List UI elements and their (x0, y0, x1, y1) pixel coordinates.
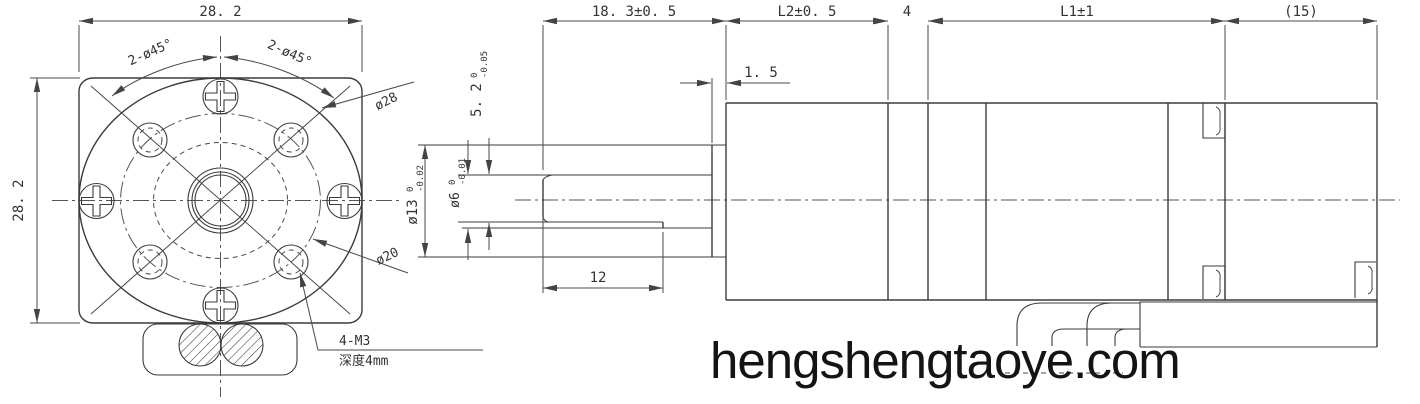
dim-text-gearbox: L2±0. 5 (777, 4, 836, 20)
dimension-front-height: 28. 2 (11, 77, 80, 324)
svg-text:-0.02: -0.02 (416, 165, 426, 192)
dimension-flat-length: 12 (543, 232, 664, 293)
dim-text-height: 28. 2 (11, 179, 27, 221)
dimension-boss-dia: ø13 0 -0.02 (405, 145, 429, 257)
cover-screws (78, 78, 363, 324)
chamfer-label-right: 2-ø45° (265, 37, 314, 70)
dimension-boss-height: 1. 5 (680, 65, 790, 143)
clip (1202, 265, 1226, 299)
m3-hole (273, 122, 309, 158)
dim-text-adapter: 4 (903, 4, 911, 20)
lead-wires (1005, 302, 1140, 374)
terminal-box (1139, 301, 1377, 348)
svg-text:0: 0 (406, 187, 416, 192)
watermark: hengshengtaoye.com (710, 332, 1180, 389)
dimension-gearbox-length: L2±0. 5 (726, 4, 889, 100)
screw-hole (202, 287, 239, 324)
screw-hole (326, 182, 363, 220)
m3-hole (273, 244, 309, 280)
shaft-chamfer-circle (194, 174, 247, 227)
clip (1202, 103, 1226, 139)
gearmotor-body (725, 102, 1378, 347)
cable-wire (220, 323, 264, 367)
dimension-bolt-circle-dia: ø20 (312, 238, 409, 274)
dimension-shaft-dia: ø6 0 -0.01 (448, 140, 472, 260)
clip (1354, 261, 1376, 298)
svg-text:0: 0 (470, 73, 480, 78)
thread-depth-label: 深度4mm (339, 353, 389, 369)
pilot-boss (418, 144, 726, 258)
shaft-circle (191, 171, 250, 230)
mounting-clips (1202, 103, 1376, 299)
svg-text:-0.01: -0.01 (458, 158, 468, 185)
dimension-front-width: 28. 2 (78, 4, 363, 72)
svg-text:0: 0 (448, 180, 458, 185)
dimension-flat-height: 5. 2 0 -0.05 (469, 51, 493, 250)
cable-connector (142, 323, 298, 376)
dim-text-outer-dia: ø28 (373, 90, 401, 114)
dim-text-flat-height: 5. 2 (469, 83, 485, 117)
dim-text-protrusion: 18. 3±0. 5 (592, 4, 676, 20)
side-view: 18. 3±0. 5 L2±0. 5 4 L1±1 (15) (405, 4, 1400, 374)
diagonal-line (90, 85, 351, 315)
dim-text-rear-cap: (15) (1284, 4, 1318, 20)
dim-text-flat-length: 12 (590, 270, 607, 286)
chamfer-callouts: 2-ø45° 2-ø45° (111, 36, 335, 99)
dim-text-width: 28. 2 (199, 4, 241, 20)
shaft-boss-circle (187, 167, 254, 234)
m3-hole (132, 122, 168, 158)
screw-hole (78, 182, 115, 220)
hidden-circle (153, 142, 288, 259)
dim-text-motor: L1±1 (1060, 4, 1094, 20)
dim-text-shaft-dia: ø6 (448, 192, 463, 208)
dimension-motor-length: L1±1 (928, 4, 1226, 100)
m3-mounting-holes (132, 122, 309, 280)
dimension-rear-cap: (15) (1225, 4, 1378, 100)
svg-text:-0.05: -0.05 (480, 51, 490, 78)
dimension-shaft-protrusion: 18. 3±0. 5 (542, 4, 727, 293)
dimension-adapter: 4 (856, 4, 960, 100)
thread-callout: 4-M3 深度4mm (299, 272, 483, 369)
dim-text-boss-dia: ø13 (405, 199, 421, 224)
chamfer-label-left: 2-ø45° (126, 36, 175, 69)
dim-text-boss-height: 1. 5 (744, 65, 778, 81)
cable-wire (178, 323, 222, 367)
thread-label: 4-M3 (339, 334, 370, 349)
output-shaft (458, 174, 712, 229)
m3-hole (132, 244, 168, 280)
dim-text-bolt-circle: ø20 (374, 245, 402, 269)
front-centerlines (52, 36, 400, 397)
